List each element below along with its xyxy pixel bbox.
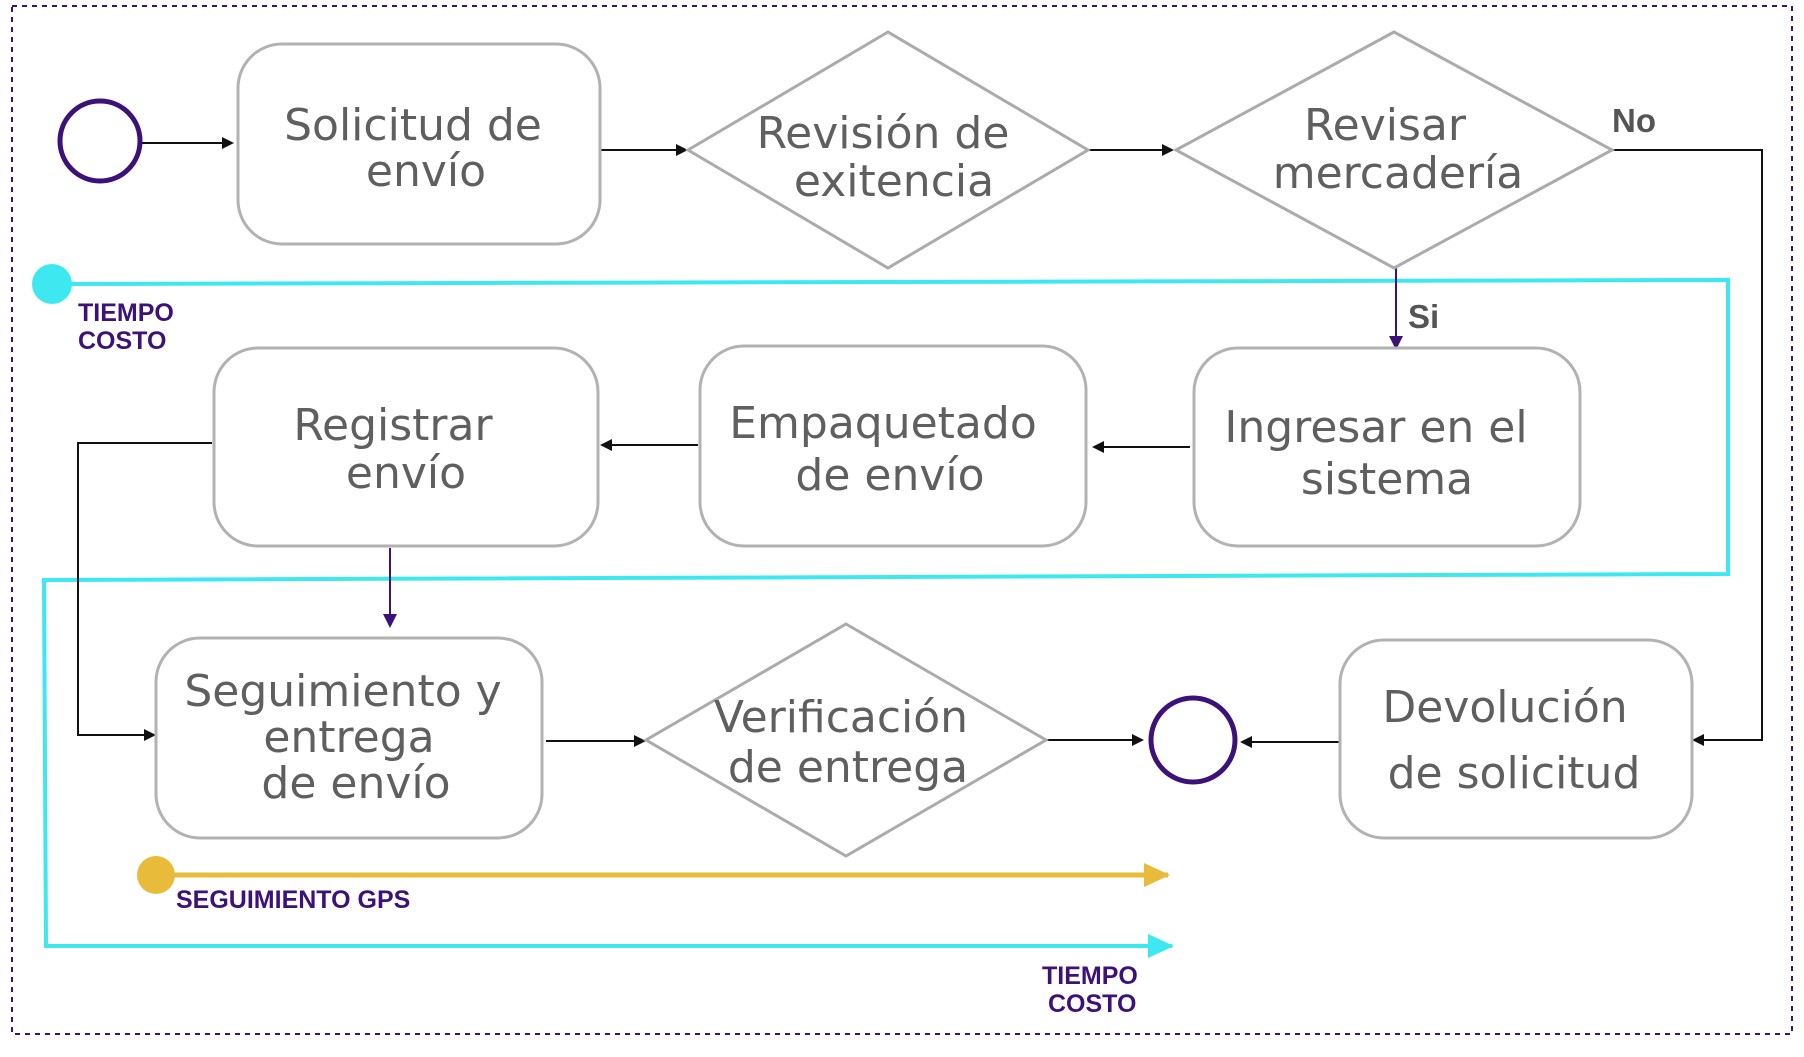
edge-label-no: No <box>1612 102 1656 139</box>
node-registrar-line-2: envío <box>346 448 466 499</box>
node-ingresar-line-1: Ingresar en el <box>1224 402 1527 453</box>
tiempo-costo-top-line-1: TIEMPO <box>78 299 174 327</box>
node-empaquetado-line-1: Empaquetado <box>729 398 1037 449</box>
node-seguimiento-line-3: de envío <box>261 758 450 809</box>
node-seguimiento-line-2: entrega <box>263 712 434 763</box>
node-solicitud-line-2: envío <box>366 146 486 197</box>
node-ingresar-sistema: Ingresar en el sistema <box>1192 346 1582 548</box>
node-devolucion-line-1: Devolución <box>1382 682 1627 733</box>
svg-text:Revisión de exitencia: Revisión de exitencia <box>757 108 1024 207</box>
tiempo-costo-start-dot <box>32 264 72 304</box>
svg-text:Solicitud de envío: Solicitud de envío <box>284 100 556 197</box>
tiempo-costo-bottom-line-1: TIEMPO <box>1042 962 1138 990</box>
node-registrar-line-1: Registrar <box>293 400 493 451</box>
node-registrar-envio: Registrar envío <box>212 346 600 548</box>
node-seguimiento-line-1: Seguimiento y <box>184 666 501 717</box>
edge-registrar-side-to-seguimiento <box>77 442 212 741</box>
node-devolucion-solicitud: Devolución de solicitud <box>1338 638 1694 840</box>
decision-revisar-mercaderia: Revisar mercadería <box>1172 30 1616 270</box>
node-empaquetado-envio: Empaquetado de envío <box>698 344 1088 548</box>
tiempo-costo-bottom-line-2: COSTO <box>1048 990 1136 1018</box>
node-solicitud-envio: Solicitud de envío <box>236 42 602 246</box>
tiempo-costo-line <box>41 277 1730 958</box>
edge-revisar-no-to-devolucion <box>1612 149 1763 746</box>
end-node <box>1148 695 1238 785</box>
decision-revision-existencia: Revisión de exitencia <box>685 30 1091 270</box>
gps-start-dot <box>137 856 175 894</box>
decision-revisar-line-1: Revisar <box>1304 100 1467 151</box>
gps-label: SEGUIMIENTO GPS <box>176 886 410 914</box>
node-solicitud-line-1: Solicitud de <box>284 100 542 151</box>
decision-verificacion-line-2: de entrega <box>728 742 968 793</box>
tiempo-costo-label-bottom: TIEMPO COSTO <box>1042 962 1145 1018</box>
node-seguimiento-entrega: Seguimiento y entrega de envío <box>154 636 544 840</box>
node-devolucion-line-2: de solicitud <box>1388 748 1641 799</box>
node-empaquetado-line-2: de envío <box>795 450 984 501</box>
svg-text:Registrar envío: Registrar envío <box>293 400 506 499</box>
svg-text:Devolución de solicitud: Devolución de solicitud <box>1382 682 1641 799</box>
diagram-border <box>11 5 1793 1035</box>
svg-text:Verificación de entrega: Verificación de entrega <box>714 692 982 793</box>
edge-label-si: Si <box>1408 298 1439 335</box>
svg-text:Empaquetado de envío: Empaquetado de envío <box>729 398 1051 501</box>
svg-text:Ingresar en el sistema: Ingresar en el sistema <box>1224 402 1541 505</box>
node-ingresar-line-2: sistema <box>1301 454 1473 505</box>
tiempo-costo-top-line-2: COSTO <box>78 327 166 355</box>
decision-revision-line-1: Revisión de <box>757 108 1010 159</box>
svg-text:Seguimiento y entrega: Seguimiento y entrega de envío <box>184 666 515 809</box>
start-node <box>57 98 143 184</box>
tiempo-costo-label-top: TIEMPO COSTO <box>78 299 181 355</box>
decision-verificacion-entrega: Verificación de entrega <box>643 622 1049 858</box>
decision-revisar-line-2: mercadería <box>1273 148 1524 199</box>
decision-revision-line-2: exitencia <box>794 156 994 207</box>
decision-verificacion-line-1: Verificación <box>714 692 968 743</box>
svg-text:Revisar mercadería: Revisar mercadería <box>1273 100 1524 199</box>
